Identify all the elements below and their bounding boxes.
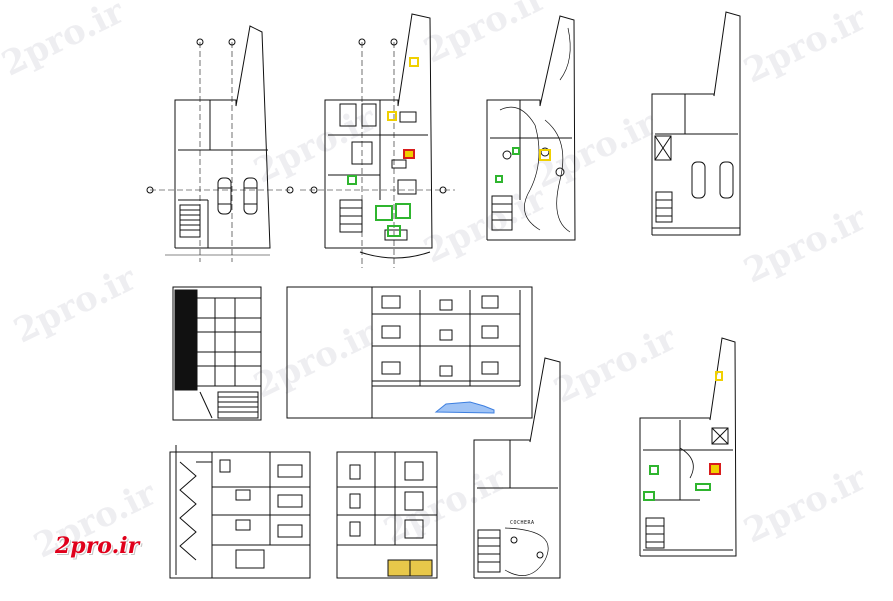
plan-garage (473, 357, 561, 579)
car-icon (243, 177, 258, 215)
car-icon (217, 177, 232, 215)
cross-section-2 (336, 451, 438, 579)
front-elevation (172, 286, 262, 421)
car-icon (719, 161, 734, 199)
car-icon (691, 161, 706, 199)
plan-ground-floor (146, 25, 294, 262)
garage-label: COCHERA (510, 520, 535, 526)
longitudinal-section (286, 286, 533, 419)
plan-upper-floor (639, 337, 737, 557)
brand-logo-text: 2pro.ir (55, 533, 140, 559)
plan-electrical (486, 15, 576, 241)
plan-roof (651, 11, 741, 236)
cross-section-stairs (169, 445, 311, 579)
fixture-highlight (643, 371, 723, 501)
plan-furnished-floor (300, 13, 455, 268)
car-icon (434, 401, 495, 414)
furniture-highlight (347, 57, 419, 237)
